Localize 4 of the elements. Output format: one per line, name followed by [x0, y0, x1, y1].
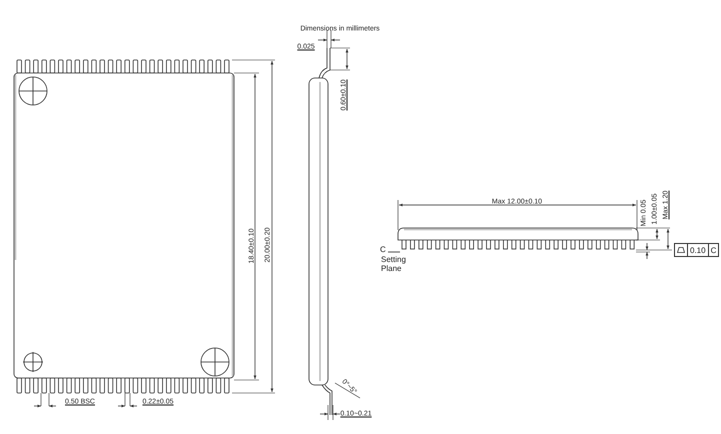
tolerance-value: 0.10: [687, 244, 708, 256]
datum-reference: C: [708, 244, 718, 256]
plane-label: Setting Plane: [381, 256, 407, 274]
datum-label: C: [380, 246, 387, 255]
